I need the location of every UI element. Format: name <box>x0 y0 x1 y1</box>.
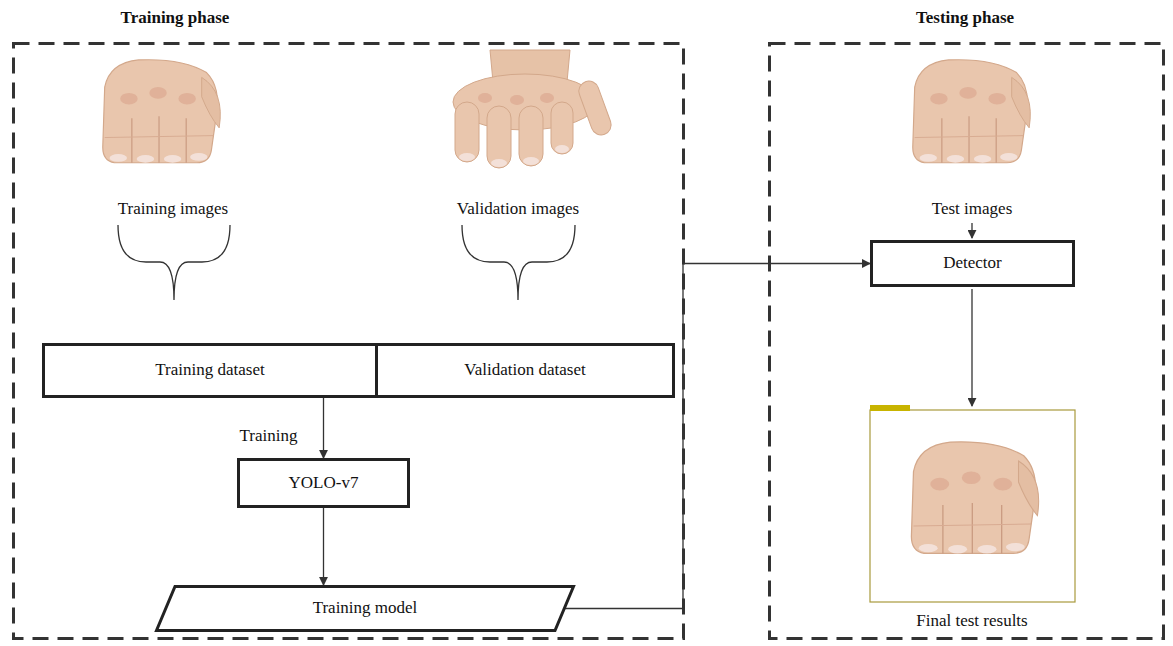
fist-image <box>911 442 1038 554</box>
bracket <box>118 225 230 300</box>
arrow-line <box>971 289 972 406</box>
dashed-border <box>12 42 685 640</box>
panel-title: Testing phase <box>916 8 1014 28</box>
data-parallelogram: Training model <box>155 585 575 632</box>
flow-arrow <box>565 264 870 609</box>
bracket <box>462 225 575 300</box>
detection-box <box>870 410 1075 602</box>
dashed-border <box>770 44 1164 639</box>
process-box: Detector <box>870 240 1075 287</box>
edge-label: Training <box>238 426 300 446</box>
parallelogram-outline <box>157 587 574 631</box>
panel-title: Training phase <box>121 8 230 28</box>
box-label: Validation dataset <box>464 360 585 380</box>
image-caption: Test images <box>930 199 1014 219</box>
detection-tag <box>870 405 910 411</box>
image-caption: Final test results <box>914 611 1029 631</box>
dashed-border <box>768 42 1165 640</box>
image-caption: Validation images <box>455 199 581 219</box>
process-box: Training dataset <box>42 343 378 398</box>
process-box: YOLO-v7 <box>237 458 410 508</box>
box-label: Detector <box>943 253 1002 273</box>
open-hand-image <box>453 50 614 168</box>
fist-image <box>103 60 221 163</box>
process-box: Validation dataset <box>375 343 675 398</box>
flow-arrow <box>323 508 324 585</box>
image-caption: Training images <box>116 199 230 219</box>
phase-panel: Training phaseTraining datasetValidation… <box>12 42 685 640</box>
flow-arrow <box>323 398 324 458</box>
fist-image <box>913 60 1031 163</box>
box-label: Training dataset <box>155 360 264 380</box>
phase-panel: Testing phaseDetector <box>768 42 1165 640</box>
arrow-line <box>971 223 972 238</box>
box-label: YOLO-v7 <box>289 473 359 493</box>
dashed-border <box>14 44 684 639</box>
box-label: Training model <box>313 598 418 618</box>
